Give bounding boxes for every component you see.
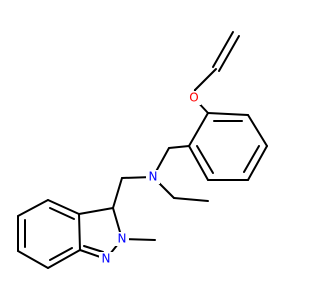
- bonds: [17, 31, 268, 269]
- indazole-n1-label-background: [99, 252, 113, 266]
- vinyl-ch2-bond: [194, 68, 217, 91]
- molecule-diagram: O N N N: [17, 31, 268, 269]
- indazole-benzo-bond-1: [47, 199, 80, 215]
- amine-nitrogen-label-background: [146, 170, 160, 184]
- structure-svg: O N N N: [17, 31, 268, 269]
- amine-nitrogen-label: N: [149, 170, 158, 184]
- oxygen-label-background: [187, 91, 201, 105]
- indazole-fused-bond: [78, 213, 81, 251]
- benzene-inner-double-2: [243, 145, 260, 173]
- benzene-bond-1: [207, 112, 249, 116]
- oxygen-label: O: [189, 91, 198, 105]
- atom-labels: O N N N: [99, 91, 201, 266]
- terminal-vinyl-double-bond-b: [218, 35, 240, 72]
- terminal-vinyl-double-bond-a: [212, 31, 234, 68]
- indazole-benzo-bond-2: [17, 199, 49, 217]
- indazole-benzo-bond-5: [47, 249, 81, 269]
- indazole-n2-label-background: [115, 232, 129, 246]
- benzyl-bond: [168, 145, 190, 149]
- indazole-benzo-inner-double-3: [49, 247, 73, 261]
- benzene-bond-3: [247, 145, 268, 181]
- indazole-benzo-inner-double-1: [49, 207, 75, 220]
- indazole-n2-label: N: [118, 232, 127, 246]
- indazole-benzo-bond-4: [17, 250, 49, 269]
- indazole-c3-c3a-bond: [78, 207, 114, 215]
- benzene-bond-6: [188, 112, 209, 147]
- ethyl-cc-bond: [173, 197, 209, 202]
- indazole-n1-c7a-double-bond: [83, 245, 104, 253]
- indazole-n1-label: N: [102, 252, 111, 266]
- benzene-inner-double-3: [196, 145, 214, 174]
- benzene-bond-5: [188, 145, 209, 181]
- methylene-indazole-bond: [112, 177, 123, 209]
- benzene-bond-2: [247, 114, 268, 147]
